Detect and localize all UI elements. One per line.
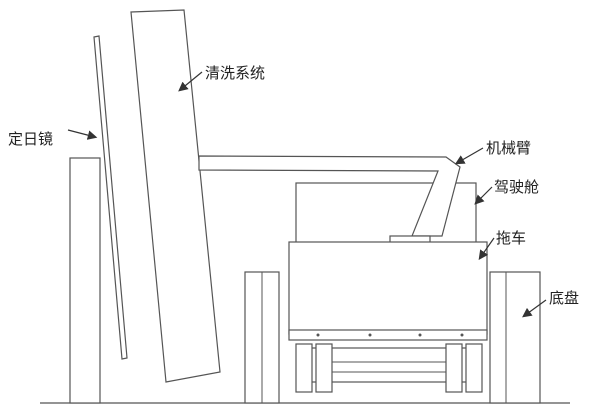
label-heliostat: 定日镜 (8, 130, 53, 148)
heliostat-post (69, 157, 101, 404)
arrow-chassis (522, 299, 547, 318)
wheel-3 (445, 343, 463, 393)
bolt-1 (316, 333, 320, 337)
trailer-body (288, 241, 488, 335)
label-robot-arm: 机械臂 (486, 139, 531, 157)
heliostat-mirror (93, 35, 128, 360)
wheel-4 (465, 343, 483, 393)
label-trailer: 拖车 (496, 229, 526, 247)
label-cleaning-system: 清洗系统 (205, 64, 265, 82)
wheel-1 (295, 343, 313, 393)
wheel-2 (315, 343, 333, 393)
arrow-trailer (478, 237, 495, 260)
arrow-cab (474, 186, 493, 205)
label-chassis: 底盘 (549, 289, 579, 307)
track-right (489, 271, 541, 404)
arrow-robot-arm (454, 147, 484, 165)
label-cab: 驾驶舱 (494, 178, 539, 196)
cleaning-system-panel (130, 9, 221, 383)
bolt-3 (418, 333, 422, 337)
arrow-cleaning-system (178, 71, 203, 92)
trailer-bed (288, 329, 488, 341)
arrow-heliostat (67, 129, 98, 140)
bolt-2 (368, 333, 372, 337)
bolt-4 (460, 333, 464, 337)
